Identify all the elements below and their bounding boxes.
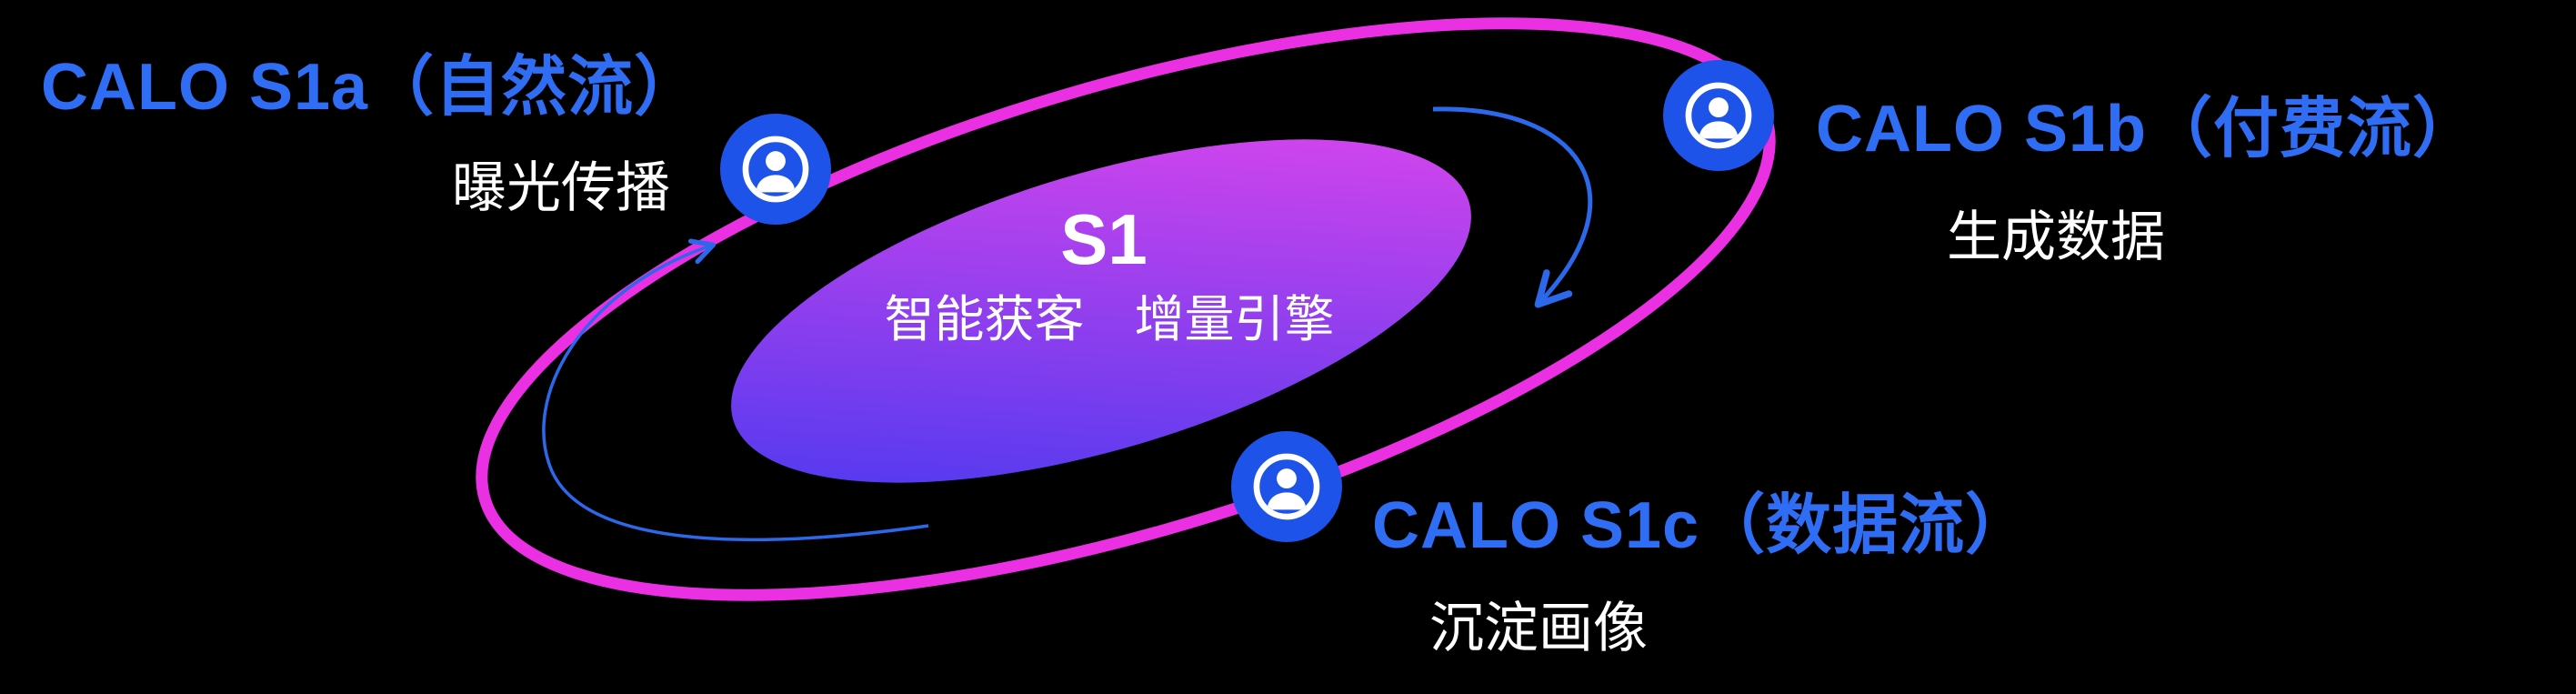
core-ellipse	[731, 139, 1471, 483]
label-s1b: CALO S1b（付费流）	[1816, 93, 2480, 166]
core-subtitle: 智能获客 增量引擎	[884, 291, 1335, 347]
curved-arrow-left	[542, 238, 929, 542]
label-s1a: CALO S1a（自然流）	[41, 51, 701, 124]
user-badge-icon	[720, 114, 831, 225]
node-s1b	[1663, 60, 1774, 171]
sublabel-s1c: 沉淀画像	[1429, 598, 1648, 659]
user-badge-icon	[1663, 60, 1774, 171]
sublabel-s1b: 生成数据	[1947, 206, 2165, 267]
curved-arrow-right	[1432, 106, 1593, 308]
user-badge-icon	[1231, 431, 1342, 542]
sublabel-s1a: 曝光传播	[452, 157, 670, 218]
label-s1c: CALO S1c（数据流）	[1372, 489, 2032, 562]
node-s1a	[720, 114, 831, 225]
core-title: S1	[1060, 199, 1148, 279]
node-s1c	[1231, 431, 1342, 542]
